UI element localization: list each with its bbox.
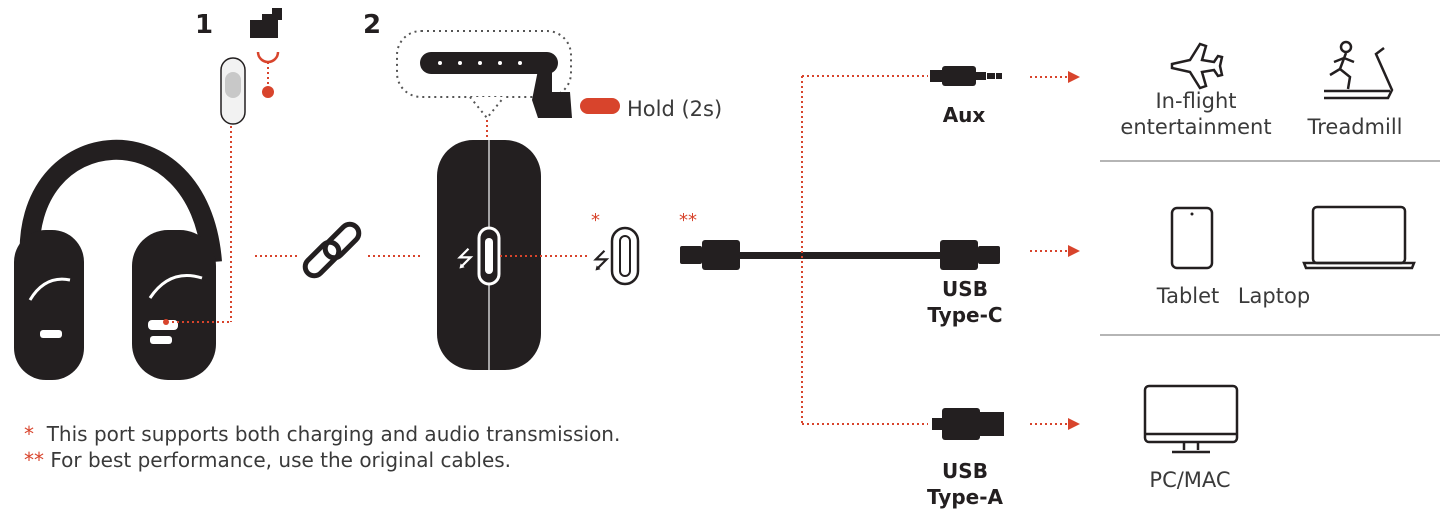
double-star-marker: ** [679,210,697,231]
aux-connector [930,66,1002,86]
arrow-usb-c [1030,245,1080,257]
usb-c-label-line2: Type-C [927,303,1003,327]
usb-a-label: USB Type-A [910,458,1020,510]
arrow-usb-a [1030,418,1080,430]
zoom-bubble [396,30,572,120]
touch-hand-icon [532,70,572,118]
svg-text:⭍: ⭍ [456,247,474,272]
inflight-label: In-flight entertainment [1110,88,1282,140]
usb-a-label-line2: Type-A [927,485,1003,509]
hold-label: Hold (2s) [627,97,723,121]
footnote-1-text: This port supports both charging and aud… [46,422,621,446]
step-2-label: 2 [363,10,382,40]
inflight-label-line2: entertainment [1120,115,1272,139]
usb-symbol-icon: ⭍ [592,249,610,274]
step-1-label: 1 [195,10,214,40]
tablet-icon [1170,206,1214,270]
laptop-icon [1302,205,1416,270]
hold-indicator [580,98,620,114]
tablet-label: Tablet [1156,284,1220,308]
single-star-marker: * [591,210,600,231]
footnote-2: ** For best performance, use the origina… [24,448,511,472]
footnote-2-marker: ** [24,448,44,472]
pc-label: PC/MAC [1149,468,1231,492]
treadmill-icon [1324,40,1394,100]
footnote-2-text: For best performance, use the original c… [50,448,512,472]
usb-c-label-line1: USB [942,277,988,301]
treadmill-label: Treadmill [1307,115,1403,139]
usb-c-label: USB Type-C [910,276,1020,328]
touch-hand-icon [250,8,282,98]
footnote-1: * This port supports both charging and a… [24,422,620,446]
link-icon [302,221,362,279]
laptop-label: Laptop [1237,284,1311,308]
usb-a-label-line1: USB [942,459,988,483]
footnote-1-marker: * [24,422,34,446]
transmitter-device: ⭍ [437,140,541,370]
button-detail-icon [220,57,246,125]
arrow-aux [1030,71,1080,83]
usb-c-cable [680,240,1000,270]
inflight-label-line1: In-flight [1155,89,1237,113]
aux-label: Aux [942,103,986,127]
usb-a-connector [932,408,1004,440]
monitor-icon [1143,384,1239,454]
headphones-icon [14,139,222,380]
airplane-icon [1170,42,1224,90]
usb-c-port-icon [610,226,640,286]
